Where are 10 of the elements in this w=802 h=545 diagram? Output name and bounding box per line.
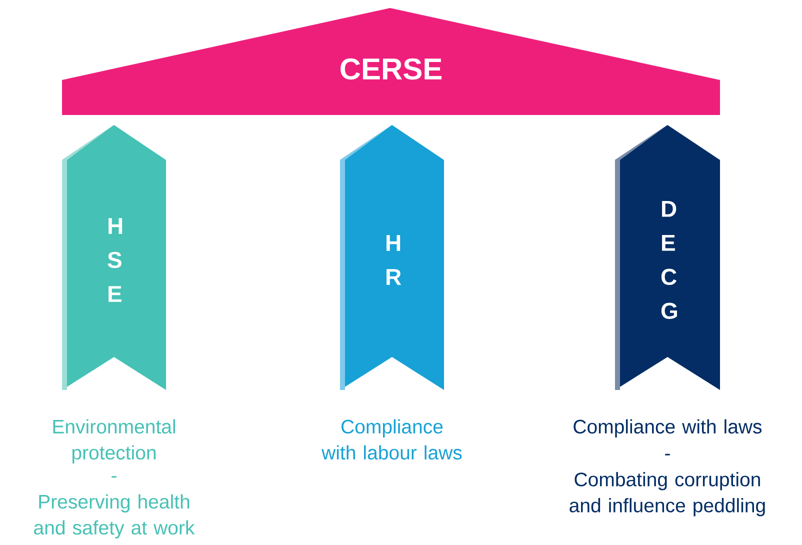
- caption-text: Compliance with laws: [574, 419, 762, 438]
- pillar-banner: D E C G: [615, 125, 720, 390]
- caption-text: -: [665, 454, 670, 456]
- caption-text: -: [112, 476, 116, 478]
- caption-text: Compliance with labour laws: [322, 419, 462, 460]
- caption-text: Preserving health and safety at work: [34, 494, 195, 538]
- caption-text: Environmental protection: [53, 419, 175, 464]
- pillar-banner: H R: [340, 125, 444, 390]
- caption-text: Combating corruption and influence peddling: [570, 472, 765, 516]
- pillar-banner: H S E: [62, 125, 166, 390]
